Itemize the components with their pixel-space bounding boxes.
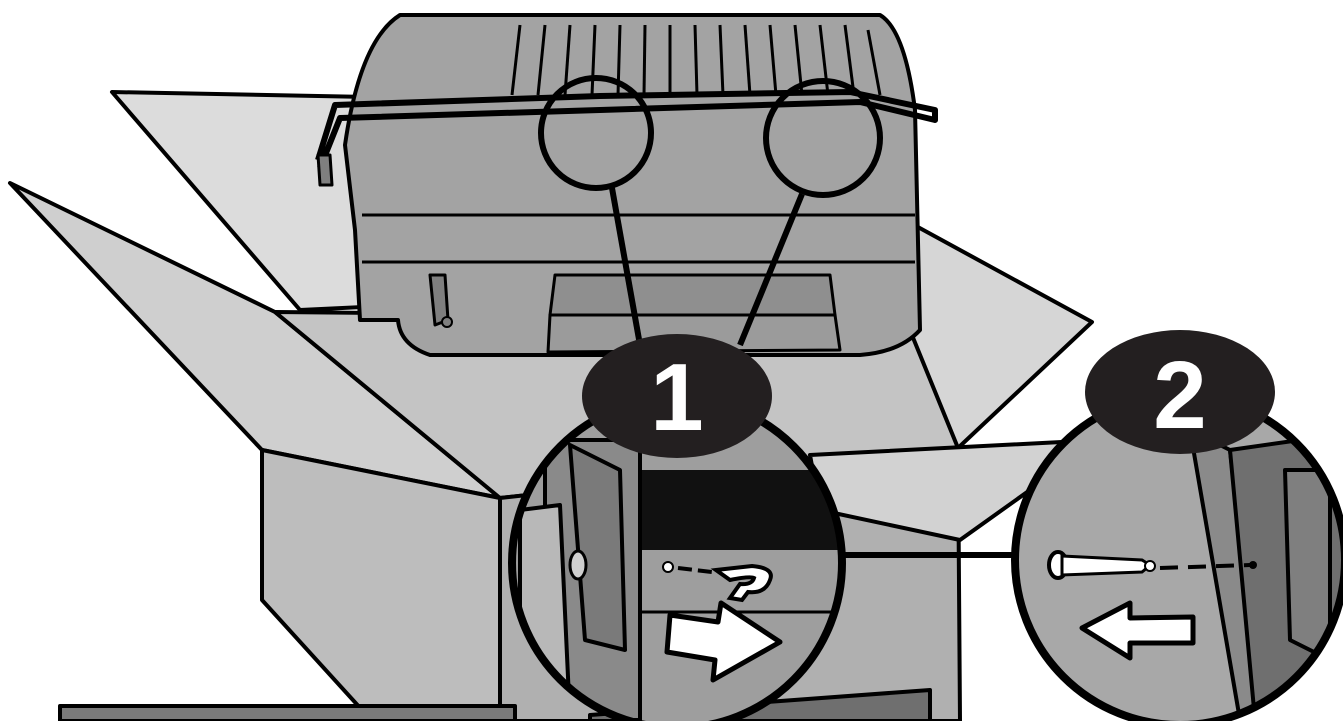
step-2-number: 2 [1153,342,1206,449]
box-label-panel [60,706,515,721]
hood-lower-tray [550,275,835,315]
hood-left-handle [318,155,332,185]
box-front-face [262,450,500,721]
grill-hood [318,15,935,355]
step-2-badge: 2 [1085,330,1275,454]
step-1-badge: 1 [582,334,772,458]
step-1-number: 1 [650,344,703,451]
